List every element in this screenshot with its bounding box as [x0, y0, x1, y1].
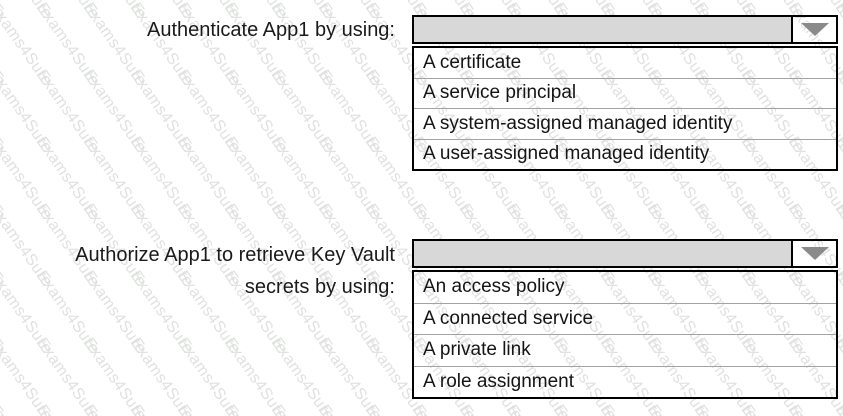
watermark-text: Exams4Sure: [33, 67, 103, 156]
watermark-text: Exams4Sure: [502, 402, 572, 416]
question2-dropdown-arrow-button[interactable]: [791, 241, 836, 266]
watermark-text: Exams4Sure: [315, 67, 385, 156]
question1-dropdown-arrow-button[interactable]: [791, 17, 836, 42]
option-item[interactable]: A connected service: [414, 302, 836, 335]
option-item[interactable]: A private link: [414, 334, 836, 366]
watermark-text: Exams4Sure: [221, 67, 291, 156]
watermark-text: Exams4Sure: [174, 335, 244, 416]
chevron-down-icon: [800, 247, 829, 260]
question1-dropdown[interactable]: [412, 15, 838, 44]
watermark-text: Exams4Sure: [596, 402, 666, 416]
watermark-text: Exams4Sure: [0, 134, 9, 223]
option-item[interactable]: A role assignment: [414, 365, 836, 398]
watermark-text: Exams4Sure: [784, 402, 843, 416]
watermark-text: Exams4Sure: [126, 402, 196, 416]
question2-label-line2: secrets by using:: [244, 276, 395, 298]
watermark-text: Exams4Sure: [268, 67, 338, 156]
watermark-text: Exams4Sure: [549, 402, 619, 416]
watermark-text: Exams4Sure: [267, 402, 337, 416]
watermark-text: Exams4Sure: [174, 67, 244, 156]
watermark-text: Exams4Sure: [127, 134, 197, 223]
question2-options-list: An access policy A connected service A p…: [412, 270, 838, 399]
watermark-text: Exams4Sure: [268, 335, 338, 416]
question1-options-list: A certificate A service principal A syst…: [412, 46, 838, 171]
watermark-text: Exams4Sure: [0, 335, 56, 416]
watermark-text: Exams4Sure: [80, 335, 150, 416]
watermark-text: Exams4Sure: [0, 134, 56, 223]
watermark-text: Exams4Sure: [221, 134, 291, 223]
watermark-text: Exams4Sure: [80, 67, 150, 156]
watermark-text: Exams4Sure: [0, 335, 9, 416]
watermark-text: Exams4Sure: [80, 134, 150, 223]
watermark-text: Exams4Sure: [737, 402, 807, 416]
watermark-text: Exams4Sure: [831, 402, 843, 416]
watermark-text: Exams4Sure: [0, 402, 8, 416]
watermark-text: Exams4Sure: [174, 134, 244, 223]
question1-dropdown-value[interactable]: [414, 17, 791, 42]
watermark-text: Exams4Sure: [455, 402, 525, 416]
watermark-text: Exams4Sure: [643, 402, 713, 416]
watermark-text: Exams4Sure: [220, 402, 290, 416]
watermark-text: Exams4Sure: [33, 134, 103, 223]
watermark-text: Exams4Sure: [315, 134, 385, 223]
option-item[interactable]: A certificate: [423, 51, 522, 73]
question2-label: Authorize App1 to retrieve Key Vault sec…: [0, 239, 395, 303]
question2-dropdown-value[interactable]: [414, 241, 791, 266]
watermark-text: Exams4Sure: [127, 335, 197, 416]
watermark-text: Exams4Sure: [32, 402, 102, 416]
watermark-text: Exams4Sure: [0, 67, 56, 156]
watermark-text: Exams4Sure: [315, 335, 385, 416]
watermark-text: Exams4Sure: [314, 402, 384, 416]
watermark-text: Exams4Sure: [0, 67, 9, 156]
question1-label: Authenticate App1 by using:: [147, 19, 395, 41]
option-item[interactable]: A user-assigned managed identity: [414, 138, 836, 170]
option-item[interactable]: A system-assigned managed identity: [414, 108, 836, 139]
watermark-text: Exams4Sure: [268, 134, 338, 223]
option-item[interactable]: A service principal: [414, 77, 836, 109]
watermark-text: Exams4Sure: [361, 402, 431, 416]
chevron-down-icon: [800, 23, 829, 36]
watermark-text: Exams4Sure: [690, 402, 760, 416]
watermark-text: Exams4Sure: [0, 402, 55, 416]
watermark-text: Exams4Sure: [33, 335, 103, 416]
watermark-text: Exams4Sure: [173, 402, 243, 416]
question2-label-line1: Authorize App1 to retrieve Key Vault: [75, 244, 395, 266]
watermark-text: Exams4Sure: [408, 402, 478, 416]
option-item[interactable]: An access policy: [423, 276, 565, 298]
watermark-text: Exams4Sure: [127, 67, 197, 156]
watermark-text: Exams4Sure: [221, 335, 291, 416]
question2-dropdown[interactable]: [412, 239, 838, 268]
watermark-text: Exams4Sure: [79, 402, 149, 416]
